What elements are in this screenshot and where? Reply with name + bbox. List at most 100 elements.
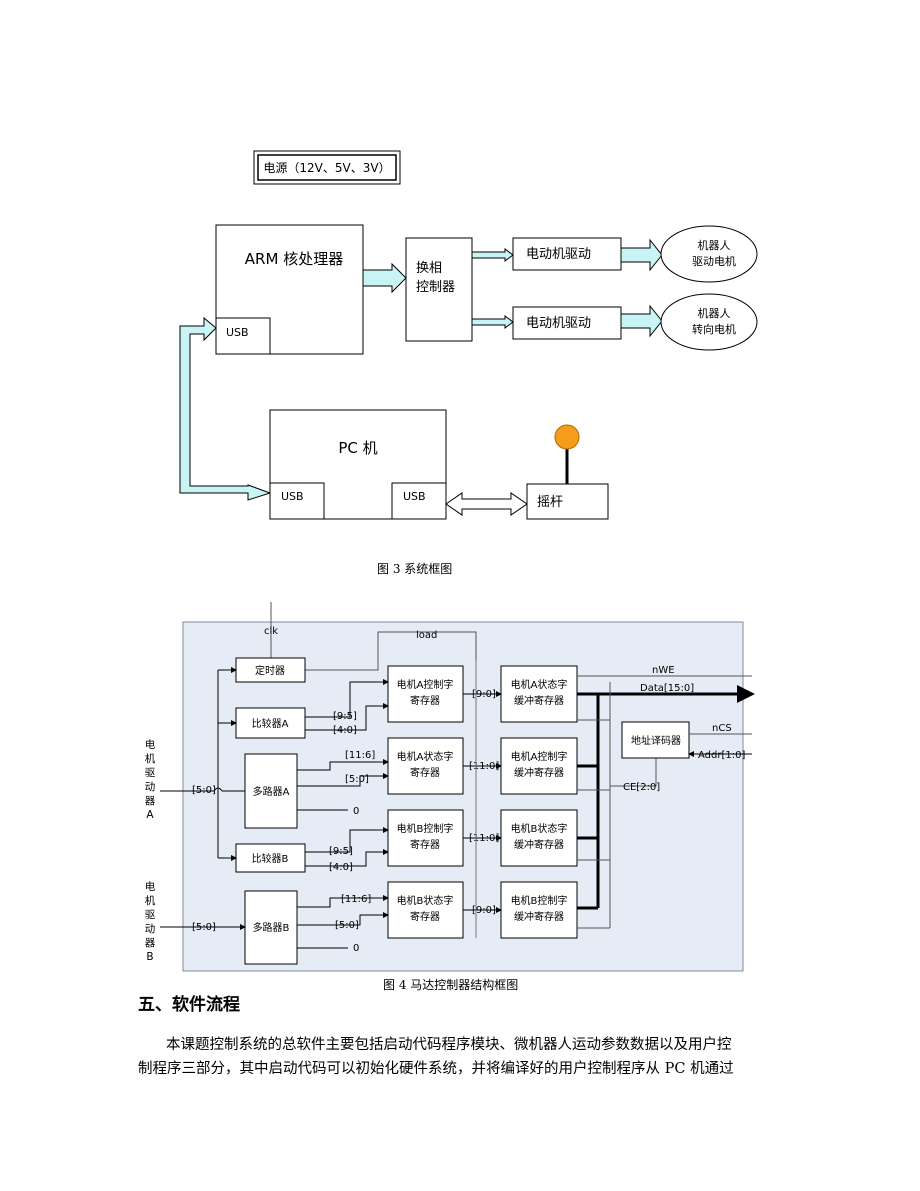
paragraph-line-1: 本课题控制系统的总软件主要包括启动代码程序模块、微机器人运动参数数据以及用户控 (166, 1037, 732, 1053)
pc-label: PC 机 (338, 439, 377, 457)
bits-90-b: [9:0] (472, 905, 496, 916)
pc-usb-port-left (269, 482, 325, 520)
drive-motor-ellipse: 机器人 驱动电机 (660, 225, 758, 283)
address-decoder-box (621, 721, 690, 759)
reg-stat-b (387, 881, 464, 939)
paragraph-line-2: 制程序三部分，其中启动代码可以初始化硬件系统，并将编译好的用户控制程序从 PC … (138, 1061, 734, 1077)
buf-ctrl-a-sub: 缓冲寄存器 (514, 766, 564, 779)
pc-usb-port-right (391, 482, 447, 520)
buf-stat-a (500, 665, 578, 723)
pc-usb-right-label: USB (403, 490, 426, 503)
reg-ctrl-b-sub: 寄存器 (410, 838, 440, 851)
motor-driver-b-label-char: 驱 (145, 909, 156, 921)
reg-stat-b-sub: 寄存器 (410, 910, 440, 923)
motor-driver-b-label-char: 电 (145, 880, 156, 893)
drive1-to-motor-arrow (620, 238, 663, 272)
motor-driver-a-label-char: 动 (145, 781, 156, 793)
bits-110-a: [11:0] (469, 761, 499, 772)
joystick-knob-icon (554, 424, 580, 450)
comp-b-bits-95: [9:5] (329, 846, 353, 857)
buf-stat-a-label: 电机A状态字 (511, 678, 568, 691)
mux-a-box (244, 753, 298, 829)
buf-ctrl-b-label: 电机B控制字 (511, 894, 568, 907)
arm-usb-label: USB (226, 326, 249, 339)
timer-label: 定时器 (255, 664, 285, 677)
motor-drive-1-label: 电动机驱动 (526, 247, 591, 262)
motor-driver-b-label-char: 机 (145, 894, 156, 907)
power-supply-box: 电源（12V、5V、3V） (253, 150, 401, 185)
address-decoder-label: 地址译码器 (631, 734, 681, 747)
mux-b-zero: 0 (353, 943, 359, 954)
arm-usb-port (215, 317, 271, 355)
steer-motor-label-1: 机器人 (698, 306, 731, 320)
buf-stat-b-label: 电机B状态字 (511, 822, 568, 835)
buf-ctrl-b (500, 881, 578, 939)
comp-a-bits-95: [9:5] (333, 711, 357, 722)
timer-box (235, 657, 306, 683)
reg-stat-a-label: 电机A状态字 (397, 750, 454, 763)
motor-driver-a-label-char: 器 (145, 795, 156, 807)
commutation-controller-box: 换相 控制器 (405, 237, 473, 342)
motor-drive-2: 电动机驱动 (512, 306, 622, 340)
power-label: 电源（12V、5V、3V） (263, 161, 390, 175)
pc-usb-left-label: USB (281, 490, 304, 503)
buf-stat-b-sub: 缓冲寄存器 (514, 838, 564, 851)
buf-ctrl-a-label: 电机A控制字 (511, 750, 568, 763)
steer-motor-ellipse: 机器人 转向电机 (660, 293, 758, 351)
motor-driver-b-label-char: 器 (145, 937, 156, 949)
reg-ctrl-a-label: 电机A控制字 (397, 678, 454, 691)
reg-ctrl-a (387, 665, 464, 723)
load-label: load (416, 630, 437, 641)
comparator-a-label: 比较器A (252, 717, 289, 730)
mux-a-bits-116: [11:6] (345, 750, 375, 761)
buf-stat-b (500, 809, 578, 867)
figure3-caption: 图 3 系统框图 (377, 562, 453, 576)
motor-driver-b-label-char: B (146, 951, 153, 963)
drive-motor-label-1: 机器人 (698, 238, 731, 252)
mux-b-box (244, 890, 298, 965)
drive-motor-label-2: 驱动电机 (692, 254, 736, 268)
buf-ctrl-b-sub: 缓冲寄存器 (514, 910, 564, 923)
bits-90-a: [9:0] (472, 689, 496, 700)
arm-processor-box: ARM 核处理器 USB (215, 224, 364, 355)
mux-a-label: 多路器A (253, 785, 290, 798)
system-block-diagram: 电源（12V、5V、3V） ARM 核处理器 USB 换相 控制器 电动机驱动 … (179, 150, 758, 520)
reg-ctrl-b (387, 809, 464, 867)
arm-to-controller-arrow (362, 262, 407, 294)
steer-motor-label-2: 转向电机 (692, 322, 736, 336)
reg-stat-a (387, 737, 464, 795)
reg-ctrl-b-label: 电机B控制字 (397, 822, 454, 835)
addr-label: Addr[1:0] (698, 750, 745, 761)
input-a-bus-label: [5:0] (192, 785, 216, 796)
motor-drive-2-label: 电动机驱动 (526, 316, 591, 331)
arm-label: ARM 核处理器 (245, 250, 343, 268)
joystick: 摇杆 (526, 424, 609, 520)
comparator-b-box (235, 843, 306, 873)
comp-b-bits-40: [4:0] (329, 862, 353, 873)
input-b-bus-label: [5:0] (192, 922, 216, 933)
buf-stat-a-sub: 缓冲寄存器 (514, 694, 564, 707)
reg-stat-a-sub: 寄存器 (410, 766, 440, 779)
motor-driver-a-label-char: 电 (145, 738, 156, 751)
motor-driver-b-label-char: 动 (145, 923, 156, 935)
mux-b-label: 多路器B (253, 921, 290, 934)
motor-driver-a-label-char: 机 (145, 752, 156, 765)
buf-ctrl-a (500, 737, 578, 795)
controller-label-2: 控制器 (416, 280, 455, 295)
mux-a-zero: 0 (353, 806, 359, 817)
clk-label: clk (264, 626, 278, 637)
ncs-label: nCS (712, 723, 732, 734)
bits-110-b: [11:0] (469, 833, 499, 844)
joystick-label: 摇杆 (537, 495, 563, 510)
pc-joystick-double-arrow (445, 492, 528, 516)
reg-ctrl-a-sub: 寄存器 (410, 694, 440, 707)
ce-label: CE[2:0] (623, 782, 660, 793)
reg-stat-b-label: 电机B状态字 (397, 894, 454, 907)
drive2-to-motor-arrow (620, 304, 663, 338)
controller-to-drive2-arrow (471, 315, 514, 329)
motor-controller-diagram: clk load 定时器 比较器A 多路器A 比较器B 多路器B [5:0] [… (145, 602, 755, 972)
controller-label-1: 换相 (416, 261, 442, 276)
comparator-b-label: 比较器B (252, 852, 289, 865)
motor-drive-1: 电动机驱动 (512, 237, 622, 271)
data-bus-label: Data[15:0] (640, 683, 694, 694)
